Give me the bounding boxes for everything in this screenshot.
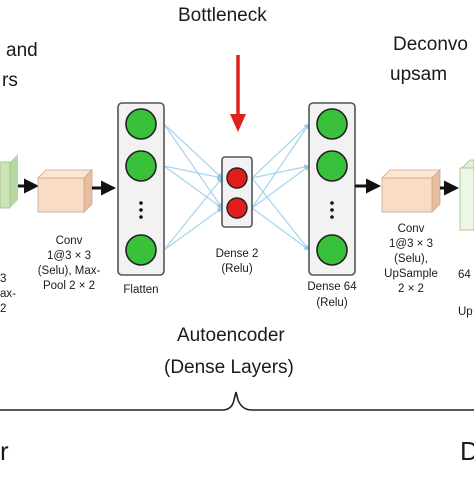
connection-line	[251, 177, 310, 251]
connection-line	[251, 164, 310, 179]
left-edge-line-1: 3	[0, 273, 7, 285]
conv-maxpool-box	[37, 169, 93, 213]
left-edge-line-2: ax-	[0, 288, 16, 300]
dense2-label: Dense 2 (Relu)	[207, 247, 267, 277]
connection-line	[251, 165, 310, 209]
decoder-bottom-fragment: D	[460, 436, 474, 466]
left-edge-label: 3 ax- 2	[0, 272, 18, 317]
dense-connections	[163, 123, 310, 251]
bottleneck-red-arrow	[230, 55, 246, 132]
encoder-title-fragment-1: and	[6, 40, 38, 61]
conv-right-line-2: 1@3 × 3	[389, 238, 433, 250]
dense64-node	[316, 234, 348, 266]
flatten-node	[125, 150, 157, 182]
dense64-ellipsis-dot	[330, 201, 334, 205]
encoder-bottom-fragment: r	[0, 436, 9, 466]
flatten-label: Flatten	[123, 284, 159, 296]
flatten-ellipsis-dot	[139, 208, 143, 212]
bottleneck-node	[226, 197, 248, 219]
dense2-line-1: Dense 2	[215, 248, 259, 260]
flatten-ellipsis-dot	[139, 201, 143, 205]
flatten-layer-column	[117, 102, 165, 276]
right-edge-line-2: Up	[458, 306, 473, 318]
connection-line	[251, 123, 310, 179]
connection-line	[163, 165, 223, 180]
input-feature-block	[0, 154, 18, 209]
dense64-activation-label: (Relu)	[316, 297, 348, 309]
autoencoder-title: Autoencoder	[177, 325, 285, 346]
connection-line	[163, 123, 223, 209]
encoder-title-fragment-2: rs	[2, 70, 18, 91]
left-edge-line-3: 2	[0, 303, 7, 315]
connection-line	[163, 123, 223, 179]
dense2-line-2: (Relu)	[221, 263, 253, 275]
conv-left-line-1: Conv	[55, 235, 83, 247]
conv-right-line-5: 2 × 2	[398, 283, 424, 295]
connection-line	[251, 123, 310, 209]
conv-left-line-2: 1@3 × 3	[47, 250, 91, 262]
connection-line	[163, 207, 223, 251]
conv-left-line-3: (Selu), Max-	[37, 265, 101, 277]
connection-line	[251, 207, 310, 251]
decoder-title-fragment-2: upsam	[390, 64, 448, 85]
connection-line	[163, 165, 223, 209]
dense64-node	[316, 108, 348, 140]
conv-left-label: Conv 1@3 × 3 (Selu), Max- Pool 2 × 2	[34, 234, 104, 294]
bottleneck-layer-column	[221, 156, 253, 228]
conv-right-label: Conv 1@3 × 3 (Selu), UpSample 2 × 2	[374, 222, 448, 297]
dense64-ellipsis-dot	[330, 208, 334, 212]
dense64-node	[316, 150, 348, 182]
right-edge-line-1: 64	[458, 269, 471, 281]
flatten-node	[125, 108, 157, 140]
conv-right-line-1: Conv	[397, 223, 425, 235]
bottleneck-label: Bottleneck	[178, 5, 267, 26]
autoencoder-subtitle: (Dense Layers)	[164, 357, 294, 378]
bottleneck-node	[226, 167, 248, 189]
right-edge-label: 64 Up	[458, 268, 474, 320]
dense64-ellipsis-dot	[330, 215, 334, 219]
connection-line	[163, 177, 223, 251]
decoder-title-fragment-1: Deconvo	[393, 34, 468, 55]
flatten-ellipsis-dot	[139, 215, 143, 219]
encoder-decoder-brace	[0, 391, 474, 411]
output-feature-block	[459, 159, 474, 231]
conv-right-line-4: UpSample	[384, 268, 438, 280]
dense64-label: Dense 64	[307, 281, 357, 293]
dense64-layer-column	[308, 102, 356, 276]
conv-left-line-4: Pool 2 × 2	[42, 280, 96, 292]
conv-upsample-box	[381, 169, 441, 213]
conv-right-line-3: (Selu),	[394, 253, 428, 265]
flatten-node	[125, 234, 157, 266]
